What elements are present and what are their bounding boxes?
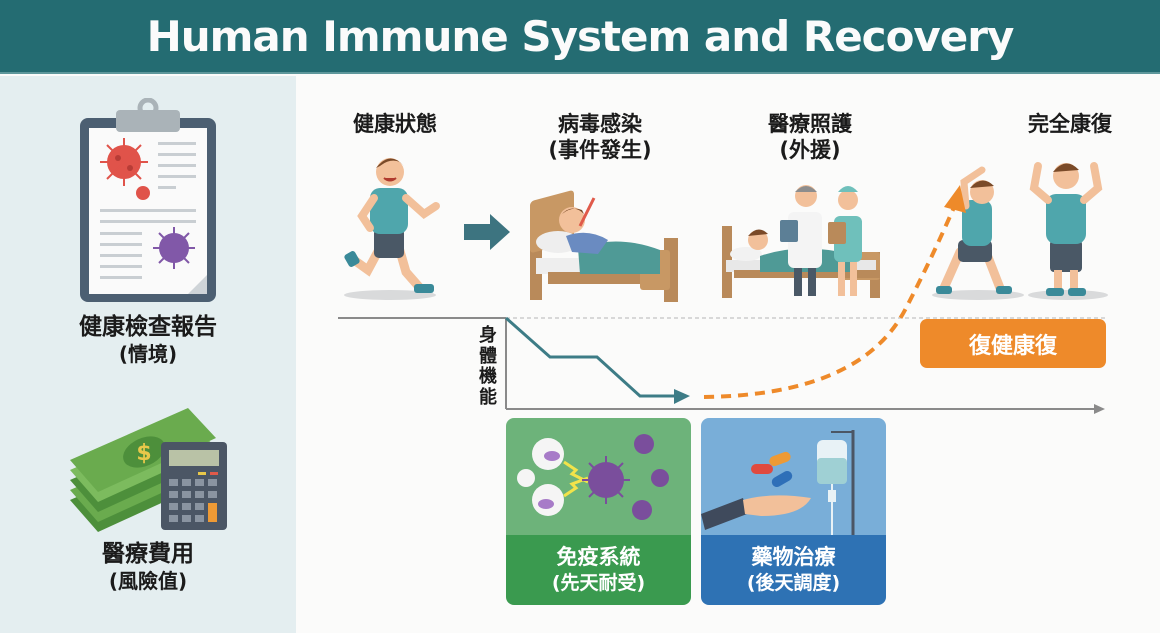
stretching-person-icon xyxy=(936,166,1012,294)
medication-iv-drip-icon xyxy=(701,430,855,535)
stage-subtitle: (事件發生) xyxy=(548,138,652,163)
card-title: 免疫系統 xyxy=(556,545,641,569)
stage-title: 醫療照護 xyxy=(768,112,852,136)
stage-title: 病毒感染 xyxy=(558,112,642,136)
card-image-area xyxy=(701,418,886,535)
y-axis-label-char: 體 xyxy=(479,345,497,367)
healthy-exercising-people-icon xyxy=(932,162,1108,300)
iv-drip-icon xyxy=(817,430,855,535)
card-caption: 藥物治療 (後天調度) xyxy=(701,535,886,605)
immune-cells-virus-icon xyxy=(517,434,669,520)
sidebar-item-title: 醫療費用 xyxy=(102,541,194,567)
factor-card-immune-system: 免疫系統 (先天耐受) xyxy=(506,418,691,605)
next-arrow-icon xyxy=(464,214,510,250)
stage-infection: 病毒感染 (事件發生) xyxy=(520,111,680,164)
stage-medical-care: 醫療照護 (外援) xyxy=(740,111,880,164)
clipboard-report-icon xyxy=(80,98,216,302)
stage-subtitle: (外援) xyxy=(779,138,841,163)
page-title: Human Immune System and Recovery xyxy=(146,11,1015,61)
y-axis-label-char: 身 xyxy=(479,325,497,346)
sidebar-item-subtitle: (風險值) xyxy=(108,568,188,593)
stage-healthy: 健康狀態 xyxy=(330,111,460,137)
red-virus-icon xyxy=(100,138,148,186)
card-image-area xyxy=(506,418,691,535)
sick-in-bed-icon xyxy=(530,190,678,302)
recovery-badge: 復健康復 xyxy=(920,319,1106,368)
doctor-icon xyxy=(780,185,822,296)
flexing-person-icon xyxy=(1029,162,1103,296)
y-axis-label-char: 能 xyxy=(479,387,497,409)
sidebar-item-title: 健康檢查報告 xyxy=(79,314,217,340)
running-person-icon xyxy=(344,158,440,300)
sidebar-item-health-report: 健康檢查報告 (情境) xyxy=(40,313,256,367)
y-axis-label: 身 體 機 能 xyxy=(473,325,503,409)
y-axis-label-char: 機 xyxy=(479,366,497,388)
card-title: 藥物治療 xyxy=(751,545,836,569)
sidebar-item-medical-costs: 醫療費用 (風險值) xyxy=(40,540,256,594)
factor-card-medication: 藥物治療 (後天調度) xyxy=(701,418,886,605)
card-caption: 免疫系統 (先天耐受) xyxy=(506,535,691,605)
sidebar-item-subtitle: (情境) xyxy=(118,341,178,366)
card-subtitle: (後天調度) xyxy=(746,572,841,595)
pills-icon xyxy=(751,451,793,487)
svg-text:$: $ xyxy=(136,441,151,466)
stage-title: 完全康復 xyxy=(1028,112,1112,136)
stage-full-recovery: 完全康復 xyxy=(1005,111,1135,137)
doctor-nurse-care-icon xyxy=(722,185,880,298)
money-calculator-icon: $ xyxy=(70,408,227,532)
card-subtitle: (先天耐受) xyxy=(551,572,646,595)
purple-virus-icon xyxy=(153,227,195,269)
hand-icon xyxy=(701,495,811,530)
calculator-icon xyxy=(161,442,227,530)
nurse-icon xyxy=(828,186,862,296)
small-red-virus-icon xyxy=(136,186,150,200)
title-banner: Human Immune System and Recovery xyxy=(0,0,1160,74)
stage-title: 健康狀態 xyxy=(353,112,437,136)
